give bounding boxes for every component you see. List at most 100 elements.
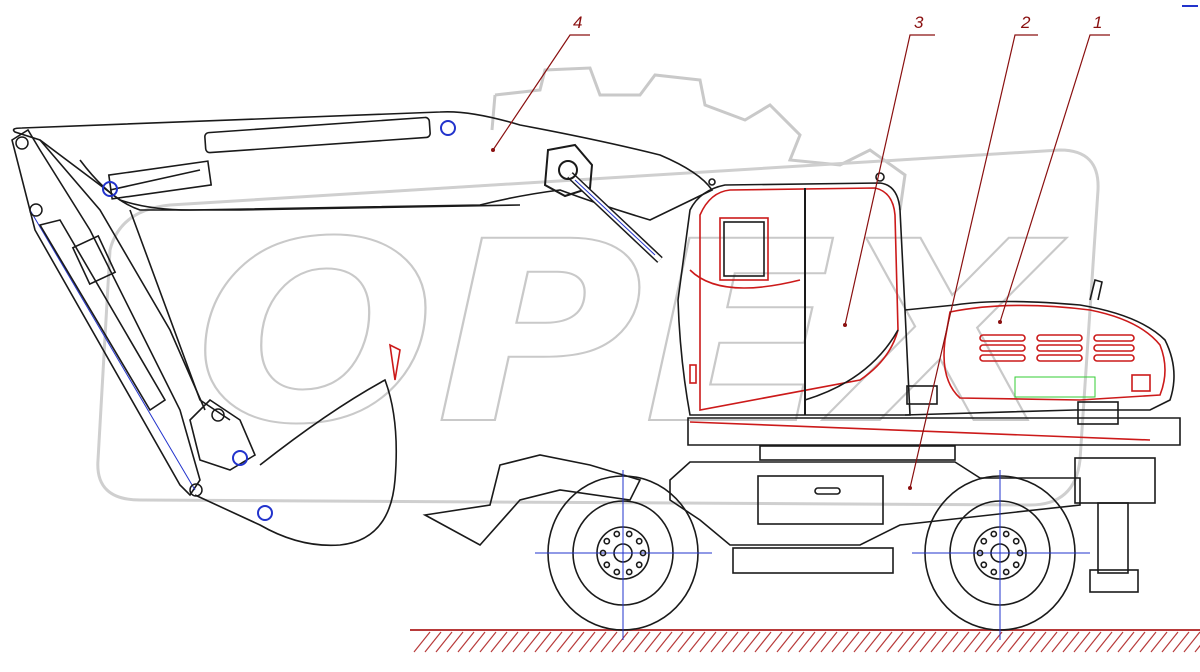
arm-and-bucket xyxy=(11,128,401,547)
fuel-tank xyxy=(757,475,884,525)
wheels xyxy=(535,470,1090,640)
ground-hatch-stroke xyxy=(820,631,838,653)
arm-outline xyxy=(11,128,201,497)
lug-nut xyxy=(980,537,988,545)
axle-housing xyxy=(732,547,894,574)
ground-hatch-stroke xyxy=(413,631,431,653)
cab-beacon xyxy=(875,172,885,182)
ground-hatch-stroke xyxy=(1172,631,1190,653)
ground-hatch-stroke xyxy=(512,631,530,653)
lug-nut xyxy=(613,568,621,576)
ground-hatch-stroke xyxy=(1161,631,1179,653)
warning-sticker xyxy=(906,385,938,405)
upper-deck-highlight xyxy=(689,421,1151,441)
cab-window xyxy=(719,217,769,281)
lug-nut xyxy=(1016,549,1024,557)
ground-hatch-stroke xyxy=(589,631,607,653)
rear-wheel xyxy=(912,470,1090,640)
lug-nut xyxy=(635,537,643,545)
lug-nut xyxy=(599,549,607,557)
lug-nut xyxy=(980,561,988,569)
ground-hatch-stroke xyxy=(479,631,497,653)
chassis-frame xyxy=(669,461,1081,546)
lug-nut xyxy=(976,549,984,557)
ground-hatch-stroke xyxy=(1062,631,1080,653)
ground-hatch-stroke xyxy=(1007,631,1025,653)
ground-hatch-stroke xyxy=(1084,631,1102,653)
ground-hatch-stroke xyxy=(490,631,508,653)
ground-hatch-stroke xyxy=(633,631,651,653)
ground-hatch-stroke xyxy=(611,631,629,653)
ground-hatch-stroke xyxy=(1150,631,1168,653)
lug-nut xyxy=(1012,537,1020,545)
pin-boom-foot xyxy=(558,160,578,180)
ground-hatch-stroke xyxy=(1073,631,1091,653)
bucket-tooth xyxy=(388,343,401,381)
ground-hatch-stroke xyxy=(578,631,596,653)
watermark-gear-outline xyxy=(490,66,907,211)
ground-hatch-stroke xyxy=(655,631,673,653)
callout-1: 1 xyxy=(1093,13,1102,32)
pin-boom-mid xyxy=(440,120,456,136)
hood-vent-grilles xyxy=(979,334,1135,362)
boom xyxy=(12,110,714,411)
boom-hoist-centerline xyxy=(574,179,656,256)
hood-rear-light xyxy=(1131,374,1151,392)
leader-3 xyxy=(844,34,935,326)
lug-nut xyxy=(625,530,633,538)
ground-hatch-stroke xyxy=(446,631,464,653)
cab-handle xyxy=(689,364,697,384)
cab-highlight xyxy=(699,187,899,411)
outrigger-pad xyxy=(1089,569,1139,593)
cab-window-inner xyxy=(723,221,765,277)
upper-deck xyxy=(687,417,1181,446)
ground-hatch-stroke xyxy=(523,631,541,653)
ground-hatch-stroke xyxy=(721,631,739,653)
ground-hatch-stroke xyxy=(1194,644,1200,653)
callout-labels: 1 2 3 4 xyxy=(573,13,1102,32)
ground-hatch-stroke xyxy=(600,631,618,653)
bucket-shell xyxy=(194,378,398,547)
ground-hatch-stroke xyxy=(743,631,761,653)
ground-hatch-stroke xyxy=(457,631,475,653)
lug-nut xyxy=(990,530,998,538)
cab xyxy=(677,172,911,416)
ground-hatch-stroke xyxy=(666,631,684,653)
turntable xyxy=(759,445,956,461)
ground-hatch-stroke xyxy=(468,631,486,653)
ground-hatch-stroke xyxy=(941,631,959,653)
ground-hatch-stroke xyxy=(952,631,970,653)
ground-hatch-stroke xyxy=(886,631,904,653)
pin-boom-cylinder xyxy=(102,181,118,197)
lug-nut xyxy=(639,549,647,557)
lug-nut xyxy=(1002,530,1010,538)
ground-hatch-stroke xyxy=(985,631,1003,653)
hood-exhaust xyxy=(1089,279,1103,301)
boom-cylinder-body xyxy=(107,160,213,200)
ground xyxy=(410,629,1200,653)
ground-hatch-stroke xyxy=(1106,631,1124,653)
ground-hatch-stroke xyxy=(798,631,816,653)
arm-cylinder xyxy=(38,219,167,412)
ground-hatch-stroke xyxy=(1040,631,1058,653)
ground-hatch-stroke xyxy=(1095,631,1113,653)
ground-hatch-stroke xyxy=(677,631,695,653)
callout-3: 3 xyxy=(914,13,924,32)
ground-hatch-stroke xyxy=(787,631,805,653)
lug-nut xyxy=(603,537,611,545)
ground-hatch-stroke xyxy=(501,631,519,653)
hood-highlight xyxy=(943,304,1166,401)
outrigger-leg xyxy=(1097,502,1129,574)
ground-hatch-stroke xyxy=(974,631,992,653)
ground-hatch-stroke xyxy=(930,631,948,653)
pin-boom-tip xyxy=(15,136,29,150)
hood-label-plate xyxy=(1014,376,1096,398)
ground-hatch-stroke xyxy=(853,631,871,653)
leader-1 xyxy=(999,34,1110,323)
leader-2 xyxy=(909,34,1038,489)
arm-cylinder-centerline xyxy=(29,209,196,491)
ground-hatch xyxy=(413,631,1200,653)
ground-hatch-stroke xyxy=(710,631,728,653)
ground-hatch-stroke xyxy=(897,631,915,653)
